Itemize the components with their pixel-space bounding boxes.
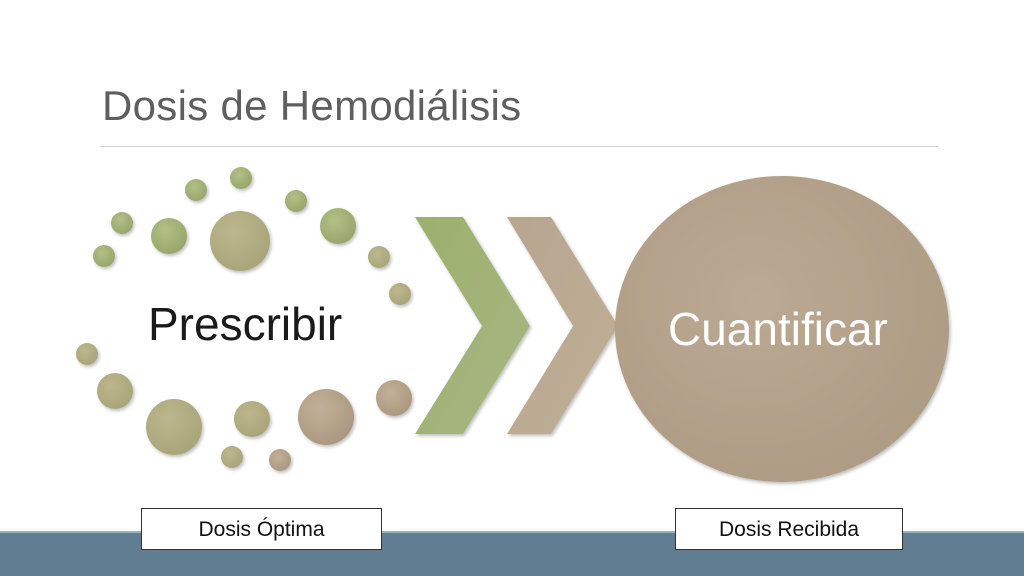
dot	[234, 401, 270, 437]
dot	[185, 179, 207, 201]
dot-ring	[76, 167, 412, 471]
chevron-green	[415, 217, 530, 434]
dot	[230, 167, 252, 189]
slide-title: Dosis de Hemodiálisis	[102, 82, 522, 129]
cuantificar-circle	[615, 176, 949, 482]
dot	[151, 218, 187, 254]
dot	[97, 373, 133, 409]
dot	[210, 211, 270, 271]
dot	[93, 245, 115, 267]
dot	[111, 212, 133, 234]
step-label-cuantificar: Cuantificar	[668, 303, 888, 355]
footer-accent-line	[0, 531, 1024, 534]
dot	[320, 208, 356, 244]
dot	[389, 283, 411, 305]
dosis-optima-box: Dosis Óptima	[141, 508, 382, 550]
title-divider	[100, 146, 938, 147]
dot	[146, 399, 202, 455]
dot	[221, 446, 243, 468]
step-label-prescribir: Prescribir	[148, 298, 343, 350]
dot	[298, 389, 354, 445]
chevron-tan	[507, 217, 618, 434]
dot	[285, 190, 307, 212]
dosis-recibida-box: Dosis Recibida	[675, 508, 903, 550]
dot	[76, 343, 98, 365]
dot	[269, 449, 291, 471]
dot	[376, 380, 412, 416]
dot	[368, 246, 390, 268]
